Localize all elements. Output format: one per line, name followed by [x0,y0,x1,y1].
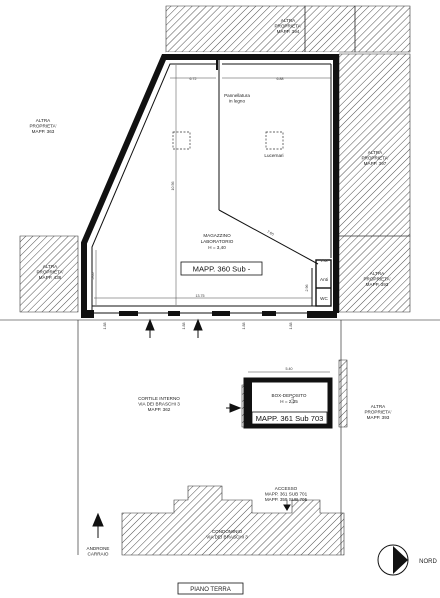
pannellatura-partition [216,60,319,265]
main-building-walls [81,54,339,313]
mapp-361-box: MAPP. 361 Sub 703 [251,411,328,425]
label-lucernari: Lucernari [264,153,283,158]
svg-text:7.65: 7.65 [266,230,274,237]
label-anti: Anti [320,277,328,282]
svg-text:6.72: 6.72 [190,77,197,81]
label-nord: NORD [419,559,437,565]
svg-text:1.38: 1.38 [321,259,328,263]
svg-text:6.88: 6.88 [277,77,284,81]
mapp-360-box: MAPP. 360 Sub - [180,261,263,276]
svg-text:1.88: 1.88 [289,323,293,330]
bottom-wall [81,310,337,318]
north-arrow-icon [377,544,409,576]
svg-text:PIANO TERRA: PIANO TERRA [190,587,231,593]
svg-text:10.56: 10.56 [171,182,175,191]
dimension-values: 6.72 6.88 10.56 5.05 13.75 7.65 5.40 2.3… [91,77,328,404]
svg-text:2.96: 2.96 [305,285,309,292]
piano-terra-box: PIANO TERRA [177,582,244,595]
entrance-arrows [92,318,291,538]
svg-text:13.75: 13.75 [196,294,205,298]
svg-text:MAPP. 360 Sub -: MAPP. 360 Sub - [193,265,251,274]
svg-text:1.88: 1.88 [182,323,186,330]
courtyard-lines [77,320,342,555]
anti-wc-block [311,259,332,307]
svg-text:2.31: 2.31 [291,397,295,404]
svg-text:MAPP. 361 Sub 703: MAPP. 361 Sub 703 [256,414,324,423]
hatched-areas [19,5,411,556]
svg-text:1.88: 1.88 [103,323,107,330]
label-wc: WC [320,296,328,301]
svg-text:1.88: 1.88 [242,323,246,330]
dimension-lines [94,65,331,420]
svg-text:5.05: 5.05 [91,273,95,280]
svg-text:5.40: 5.40 [286,367,293,371]
lucernari-icons [172,131,284,150]
